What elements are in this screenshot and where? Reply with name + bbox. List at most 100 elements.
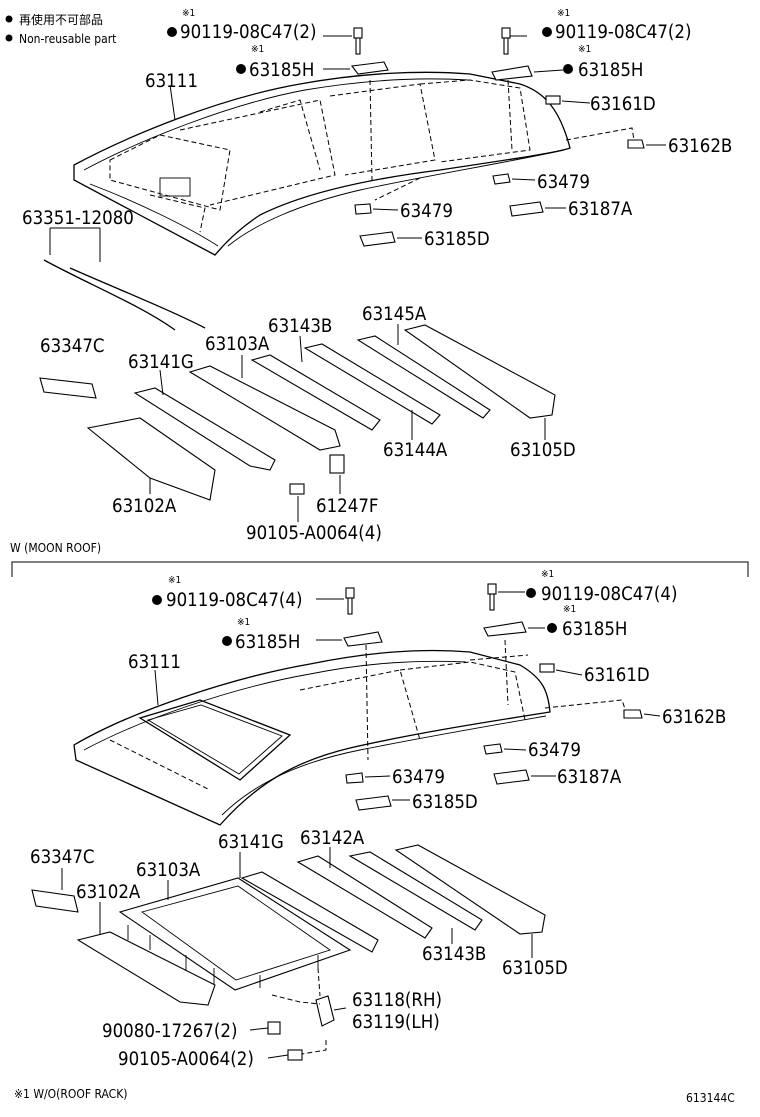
label-bracket-lh: 63119(LH) bbox=[352, 1012, 440, 1033]
label-pad: 63347C bbox=[40, 336, 105, 357]
reinforcement-142 bbox=[296, 855, 433, 939]
label-clip-479-right: 63479 bbox=[537, 172, 590, 193]
reinforcement-141 bbox=[133, 387, 276, 471]
clip-icon bbox=[492, 173, 511, 185]
asterisk-note: ※1 bbox=[557, 8, 570, 19]
non-reusable-icon bbox=[167, 27, 177, 37]
label-pad: 63347C bbox=[30, 847, 95, 868]
reinforcement-102 bbox=[86, 417, 216, 501]
label-nut: 90080-17267(2) bbox=[102, 1021, 237, 1042]
label-bracket-161: 63161D bbox=[590, 94, 656, 115]
label-bolt-left: 90119-08C47(2) bbox=[180, 22, 317, 43]
bolt-icon bbox=[289, 483, 305, 495]
reinforcement-105 bbox=[403, 324, 556, 419]
label-molding: 63351-12080 bbox=[22, 208, 134, 229]
bracket-icon bbox=[509, 201, 544, 217]
label-bracket-61247: 61247F bbox=[316, 496, 379, 517]
clip-icon bbox=[354, 203, 372, 215]
bracket-61247-icon bbox=[329, 454, 345, 474]
nut-icon bbox=[267, 1021, 281, 1035]
non-reusable-icon bbox=[236, 64, 246, 74]
pad-icon bbox=[31, 889, 79, 913]
label-reinf-143: 63143B bbox=[422, 944, 486, 965]
label-clip-479-left: 63479 bbox=[400, 201, 453, 222]
label-bracket-187: 63187A bbox=[568, 199, 633, 220]
label-reinf-103: 63103A bbox=[205, 334, 270, 355]
bracket-icon bbox=[350, 61, 389, 75]
legend-bullet-icon bbox=[5, 15, 13, 23]
asterisk-note: ※1 bbox=[251, 44, 264, 55]
label-reinf-142: 63142A bbox=[300, 828, 365, 849]
label-bolt-right: 90119-08C47(2) bbox=[555, 22, 692, 43]
label-clip-479-right: 63479 bbox=[528, 740, 581, 761]
non-reusable-icon bbox=[563, 64, 573, 74]
reinforcement-105 bbox=[394, 844, 546, 935]
non-reusable-icon bbox=[547, 623, 557, 633]
label-bolt-bottom: 90105-A0064(4) bbox=[246, 523, 382, 544]
asterisk-note: ※1 bbox=[182, 8, 195, 19]
label-panel: 63111 bbox=[128, 652, 181, 673]
non-reusable-icon bbox=[542, 27, 552, 37]
asterisk-note: ※1 bbox=[563, 604, 576, 615]
label-clip-479-left: 63479 bbox=[392, 767, 445, 788]
label-bolt-bottom: 90105-A0064(2) bbox=[118, 1049, 254, 1070]
diagram-code: 613144C bbox=[686, 1091, 735, 1105]
label-reinf-105: 63105D bbox=[510, 440, 576, 461]
reinforcement-144 bbox=[303, 343, 441, 425]
label-bolt-right: 90119-08C47(4) bbox=[541, 584, 678, 605]
label-bracket-right: 63185H bbox=[578, 60, 643, 81]
label-bracket-right: 63185H bbox=[562, 619, 627, 640]
asterisk-note: ※1 bbox=[168, 575, 181, 586]
label-bracket-185d: 63185D bbox=[424, 229, 490, 250]
label-clip-162: 63162B bbox=[662, 707, 726, 728]
label-clip-162: 63162B bbox=[668, 136, 732, 157]
label-bracket-185d: 63185D bbox=[412, 792, 478, 813]
label-reinf-105: 63105D bbox=[502, 958, 568, 979]
reinforcement-141 bbox=[240, 871, 379, 953]
bolt-icon bbox=[287, 1049, 303, 1061]
label-reinf-141: 63141G bbox=[128, 352, 194, 373]
label-bracket-rh: 63118(RH) bbox=[352, 990, 442, 1011]
label-reinf-143: 63143B bbox=[268, 316, 332, 337]
label-panel: 63111 bbox=[145, 71, 198, 92]
reinforcement-103 bbox=[188, 365, 341, 451]
legend-bullet-icon bbox=[5, 34, 13, 42]
non-reusable-icon bbox=[526, 588, 536, 598]
bracket-icon bbox=[343, 631, 383, 647]
bolt-icon bbox=[353, 27, 363, 55]
molding-strip bbox=[69, 267, 206, 329]
pad-icon bbox=[39, 377, 97, 399]
bracket-rh-lh-icon bbox=[315, 995, 335, 1027]
label-reinf-145: 63145A bbox=[362, 304, 427, 325]
bolt-icon bbox=[487, 583, 497, 611]
bracket-icon bbox=[491, 65, 533, 81]
molding-strip bbox=[43, 259, 176, 331]
clip-icon bbox=[623, 709, 643, 719]
label-bracket-left: 63185H bbox=[235, 632, 300, 653]
reinforcement-102 bbox=[76, 931, 216, 1006]
bolt-icon bbox=[345, 587, 355, 615]
clip-icon bbox=[345, 772, 364, 784]
label-reinf-141: 63141G bbox=[218, 832, 284, 853]
section-bracket bbox=[11, 561, 749, 577]
label-bolt-left: 90119-08C47(4) bbox=[166, 590, 303, 611]
label-reinf-103: 63103A bbox=[136, 860, 201, 881]
clip-icon bbox=[483, 743, 503, 755]
asterisk-note: ※1 bbox=[541, 569, 554, 580]
label-reinf-102: 63102A bbox=[112, 496, 177, 517]
reinforcement-145 bbox=[356, 335, 491, 419]
footnote: ※1 W/O(ROOF RACK) bbox=[14, 1087, 128, 1101]
clip-icon bbox=[545, 95, 561, 105]
label-bracket-left: 63185H bbox=[249, 60, 314, 81]
clip-icon bbox=[539, 663, 555, 673]
reinforcement-143 bbox=[348, 851, 483, 931]
legend-en: Non-reusable part bbox=[19, 32, 116, 46]
asterisk-note: ※1 bbox=[578, 44, 591, 55]
non-reusable-icon bbox=[152, 595, 162, 605]
bolt-icon bbox=[501, 27, 511, 55]
reinforcement-103-frame bbox=[118, 877, 352, 991]
bracket-icon bbox=[355, 795, 392, 811]
legend-jp: 再使用不可部品 bbox=[19, 12, 103, 27]
